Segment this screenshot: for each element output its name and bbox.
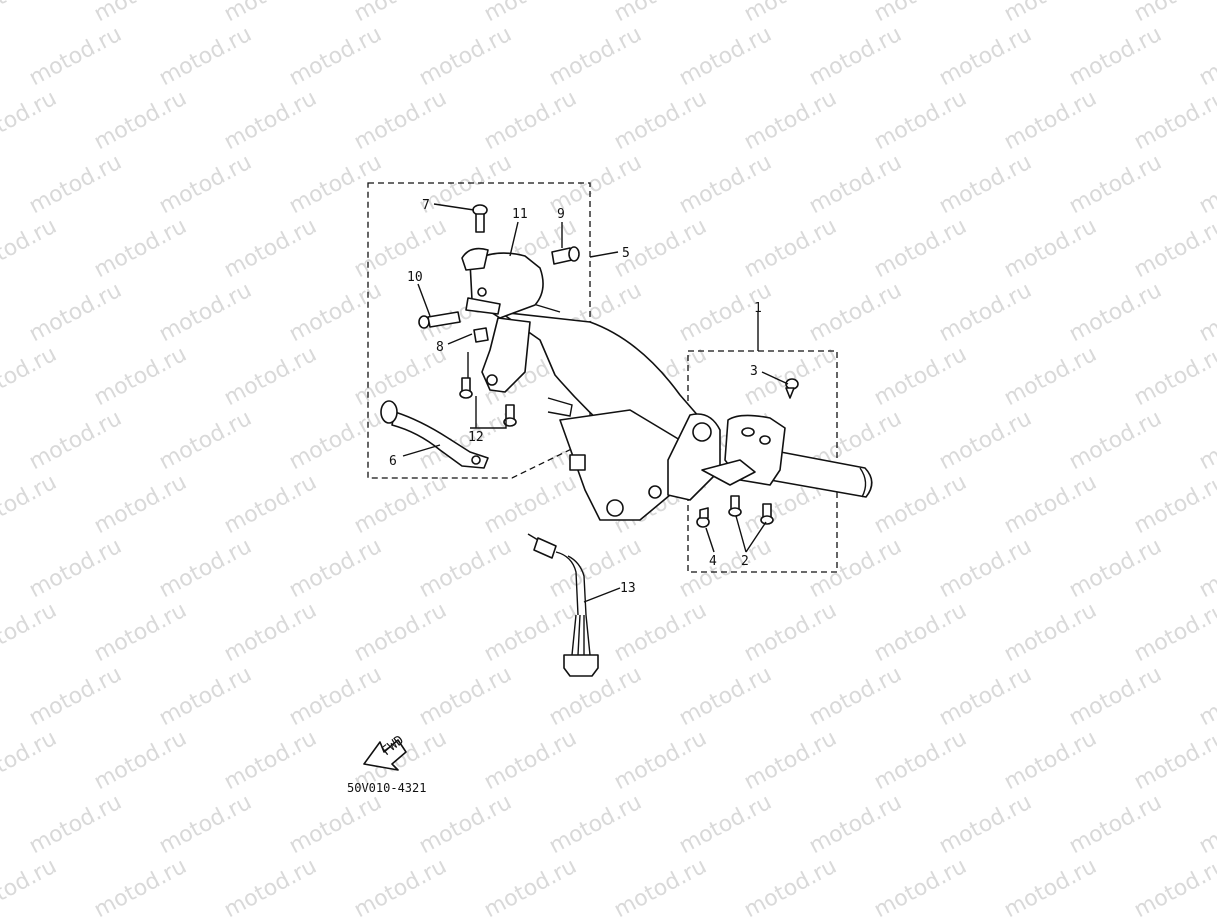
part-7-screw bbox=[472, 204, 488, 233]
callout-8: 8 bbox=[436, 340, 444, 355]
fwd-arrow: FWD bbox=[363, 733, 407, 771]
part-11-clamp bbox=[465, 297, 501, 315]
left-group-box bbox=[367, 182, 591, 479]
leader-lines bbox=[402, 203, 789, 603]
callout-1: 1 bbox=[754, 301, 762, 316]
part-2-screws bbox=[728, 495, 774, 525]
callout-11: 11 bbox=[512, 207, 528, 222]
part-13-cable bbox=[527, 533, 599, 677]
part-3-screw bbox=[785, 378, 799, 399]
handlebar-frame bbox=[499, 299, 721, 521]
part-9-bolt bbox=[551, 246, 580, 265]
callout-10: 10 bbox=[407, 270, 423, 285]
callout-7: 7 bbox=[422, 198, 430, 213]
part-1-right-switch bbox=[701, 414, 786, 486]
diagram-code: 50V010-4321 bbox=[347, 781, 426, 795]
callout-2: 2 bbox=[741, 554, 749, 569]
part-6-lever bbox=[380, 400, 489, 469]
part-12-screws bbox=[459, 377, 517, 427]
part-10-bolt bbox=[418, 311, 461, 329]
callout-3: 3 bbox=[750, 364, 758, 379]
callout-6: 6 bbox=[389, 454, 397, 469]
callout-5: 5 bbox=[622, 246, 630, 261]
callout-9: 9 bbox=[557, 207, 565, 222]
callout-numbers: 7 11 9 5 10 8 12 6 1 3 4 2 13 bbox=[389, 198, 762, 596]
callout-4: 4 bbox=[709, 554, 717, 569]
callout-13: 13 bbox=[620, 581, 636, 596]
part-4-screw bbox=[696, 507, 710, 528]
callout-12: 12 bbox=[468, 430, 484, 445]
part-8-nut bbox=[473, 327, 489, 343]
handle-grip bbox=[769, 449, 873, 498]
